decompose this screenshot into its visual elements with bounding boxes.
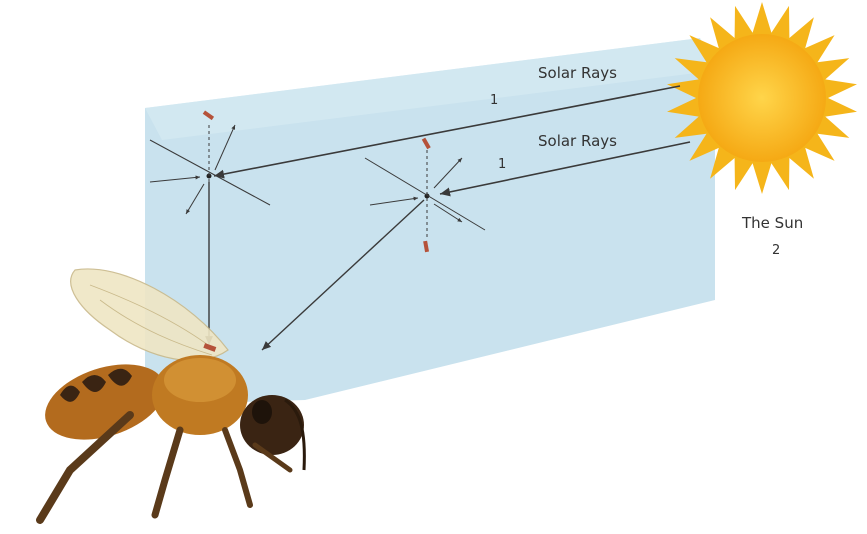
solar-rays-label-1: Solar Rays <box>538 64 617 82</box>
sun-number: 2 <box>772 243 780 258</box>
solar-rays-number-2: 1 <box>498 157 506 172</box>
sun-label: The Sun <box>741 214 803 232</box>
sun-disc <box>698 34 826 162</box>
sky-panel <box>145 38 720 405</box>
solar-rays-number-1: 1 <box>490 93 498 108</box>
solar-rays-label-2: Solar Rays <box>538 132 617 150</box>
